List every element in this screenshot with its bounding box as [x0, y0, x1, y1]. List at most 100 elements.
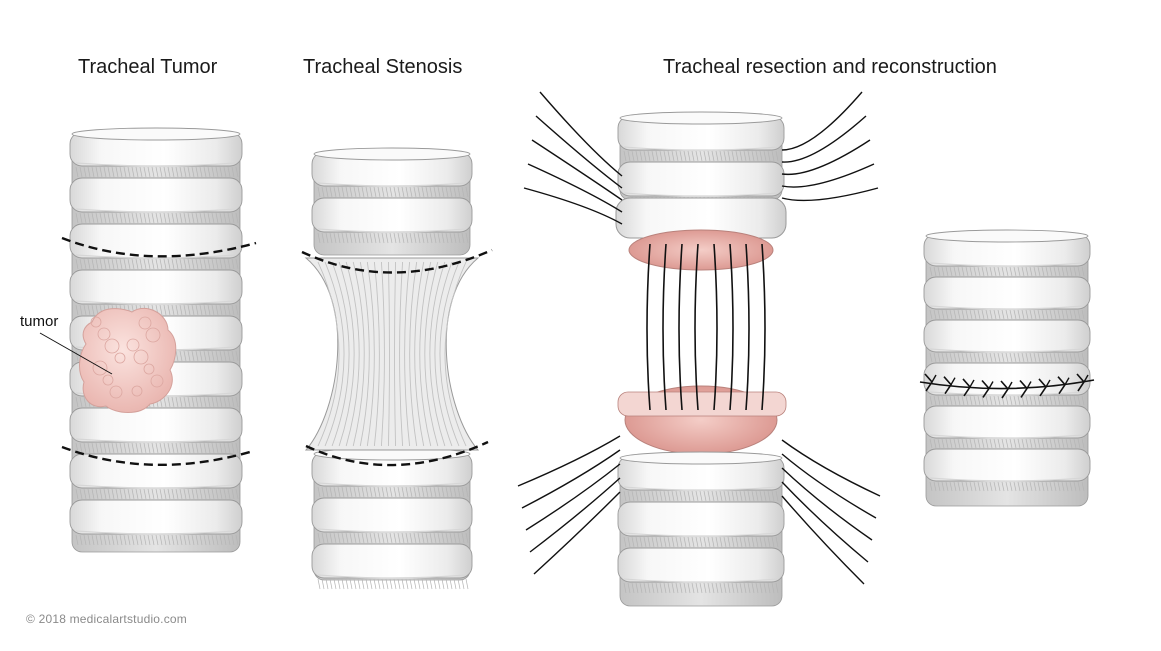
reconstructed-ligament-hatch — [1033, 309, 1037, 320]
reconstructed-ligament-hatch — [1081, 438, 1085, 449]
reconstructed-ligament-hatch — [1029, 309, 1033, 320]
anastomosis-stitch — [943, 376, 953, 395]
reconstructed-ligament-hatch — [1001, 266, 1005, 277]
resection-lower-ligament-hatch — [651, 582, 655, 594]
reconstructed-ligament-hatch — [1037, 438, 1041, 449]
stenosis-bottom-ligament-hatch — [397, 486, 401, 498]
resection-upper-ring-shade — [623, 146, 779, 151]
resection-lower-ligament-hatch — [727, 536, 731, 548]
tumor-trachea-ligament-hatch — [203, 442, 207, 454]
stenosis-bottom-ligament-hatch — [433, 578, 437, 590]
stenosis-bottom-ligament-hatch — [329, 486, 333, 498]
reconstructed-ligament-hatch — [993, 266, 997, 277]
tumor-trachea-ligament-hatch — [103, 258, 107, 270]
reconstructed-ligament-hatch — [993, 395, 997, 406]
stenosis-bottom-ligament-hatch — [417, 486, 421, 498]
tumor-trachea-ligament-hatch — [211, 396, 215, 408]
tumor-trachea-ligament-hatch — [147, 212, 151, 224]
stenosis-bottom-ring-shade — [317, 528, 467, 533]
stenosis-bottom-ligament-hatch — [393, 578, 397, 590]
stenosis-scar-fiber — [414, 261, 425, 447]
resection-lower-ligament-hatch — [699, 490, 703, 502]
resection-lower-ring — [617, 547, 785, 583]
stay-suture-upper-left — [531, 139, 623, 201]
resection-lower-ligament-hatch — [671, 490, 675, 502]
anastomosis-stitch — [1057, 376, 1067, 395]
resection-lower-ligament-hatch — [659, 536, 663, 548]
reconstructed-ligament-hatch — [961, 481, 965, 492]
tumor-trachea-ligament-hatch — [235, 534, 239, 546]
stenosis-bottom-ligament-hatch — [369, 532, 373, 544]
resection-lower-ligament-hatch — [727, 582, 731, 594]
reconstructed-ligament-hatch — [957, 309, 961, 320]
reconstructed-ligament-hatch — [1005, 481, 1009, 492]
tumor-trachea-ligament-hatch — [191, 534, 195, 546]
tumor-trachea-ligament-hatch — [203, 212, 207, 224]
tumor-trachea-ligament-hatch — [235, 396, 239, 408]
reconstructed-ligament-hatch — [1081, 352, 1085, 363]
anastomosis-stitch-knot — [931, 374, 937, 383]
resection-upper-ligament-hatch — [699, 150, 703, 162]
stenosis-top-ligament-hatch — [453, 232, 457, 244]
tumor-trachea-ligament-hatch — [87, 212, 91, 224]
stay-suture-lower-right — [781, 467, 873, 541]
stenosis-top-ligament-hatch — [437, 232, 441, 244]
stenosis-bottom-ligament-hatch — [337, 532, 341, 544]
reconstructed-ligament-hatch — [941, 481, 945, 492]
resection-lower-ligament-hatch — [707, 490, 711, 502]
reconstructed-ligament-hatch — [977, 438, 981, 449]
tumor-trachea-ligament-hatch — [95, 442, 99, 454]
resection-lower-ligament-hatch — [695, 582, 699, 594]
tumor-trachea-ligament-hatch — [199, 166, 203, 178]
reconstructed-ligament-hatch — [1081, 309, 1085, 320]
resection-lower-ligament-hatch — [683, 536, 687, 548]
tumor-trachea-ligament-hatch — [87, 258, 91, 270]
anastomosis-stitch-knot — [1007, 381, 1013, 390]
tumor-trachea-ligament-hatch — [99, 534, 103, 546]
reconstructed-ligament-hatch — [989, 309, 993, 320]
reconstructed-ligament-hatch — [1021, 352, 1025, 363]
tumor-trachea-ligament-hatch — [139, 442, 143, 454]
stenosis-top-ligament-hatch — [465, 232, 469, 244]
resection-upper-ligament-hatch — [651, 150, 655, 162]
stenosis-bottom-ligament-hatch — [401, 486, 405, 498]
stenosis-top-ligament-hatch — [365, 186, 369, 198]
stenosis-top-ligament-hatch — [317, 232, 321, 244]
reconstructed-ligament-hatch — [1037, 352, 1041, 363]
reconstructed-ligament-hatch — [941, 309, 945, 320]
stenosis-top-ligament-hatch — [441, 186, 445, 198]
stenosis-bottom-ligament-hatch — [413, 486, 417, 498]
tumor-trachea-ligament-hatch — [203, 488, 207, 500]
reconstructed-ligament-hatch — [1009, 266, 1013, 277]
tumor-trachea-ligament-hatch — [219, 258, 223, 270]
tumor-trachea-ligament-hatch — [223, 166, 227, 178]
tumor-trachea-ligament-hatch — [223, 534, 227, 546]
reconstructed-ligament-hatch — [969, 438, 973, 449]
stenosis-top-ligament-hatch — [445, 232, 449, 244]
tumor-texture — [90, 316, 102, 328]
tumor-trachea-ligament-hatch — [159, 166, 163, 178]
tumor-trachea-ligament-hatch — [175, 396, 179, 408]
stenosis-top-ligament-hatch — [465, 186, 469, 198]
reconstructed-ligament-hatch — [933, 266, 937, 277]
reconstructed-ligament-hatch — [1013, 352, 1017, 363]
reconstructed-ligament-hatch — [1061, 266, 1065, 277]
tumor-trachea-ligament-hatch — [131, 166, 135, 178]
tumor-trachea-ligament-hatch — [123, 534, 127, 546]
stay-suture-lower-left — [533, 491, 621, 575]
stenosis-bottom-ligament-hatch — [405, 532, 409, 544]
stenosis-scar-fiber — [359, 261, 370, 447]
resection-lower-ligament-hatch — [711, 582, 715, 594]
stenosis-bottom-ligament-hatch — [421, 486, 425, 498]
tumor-trachea-ligament-hatch — [107, 488, 111, 500]
tumor-trachea-ligament-hatch — [231, 350, 235, 362]
anastomosis-stitch-knot — [969, 379, 975, 388]
tumor-trachea-ligament-hatch — [139, 258, 143, 270]
reconstructed-ligament-hatch — [1069, 438, 1073, 449]
tumor-trachea-ligament-hatch — [199, 534, 203, 546]
stenosis-bottom-ligament-hatch — [441, 486, 445, 498]
stenosis-scar-fiber — [324, 261, 345, 447]
reconstructed-ligament-hatch — [961, 438, 965, 449]
stenosis-bottom-ring-shade — [317, 482, 467, 487]
resection-upper-ligament-hatch — [767, 150, 771, 162]
